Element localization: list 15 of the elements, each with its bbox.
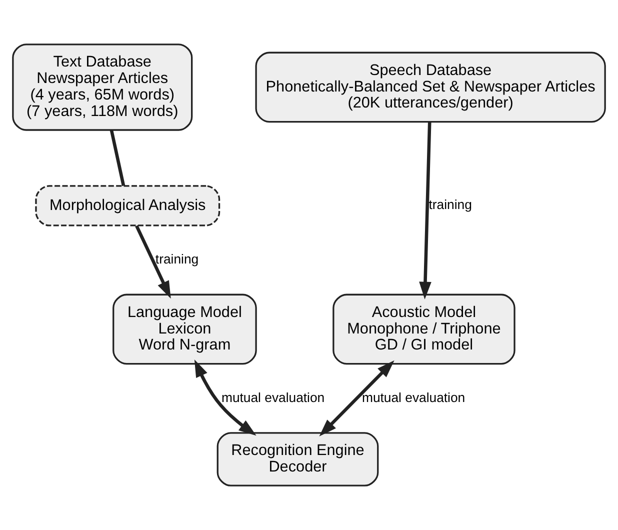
edge-label: mutual evaluation bbox=[362, 390, 466, 405]
arrow bbox=[419, 122, 432, 300]
arrow bbox=[135, 225, 171, 299]
node-box: Text Database Newspaper Articles (4 years, 65M words) (7 years, 118M words) bbox=[12, 44, 193, 131]
edge-label: training bbox=[155, 251, 199, 266]
node-box: Morphological Analysis bbox=[35, 185, 220, 226]
arrow bbox=[194, 359, 256, 436]
node-box: Recognition Engine Decoder bbox=[216, 432, 379, 486]
node-box: Speech Database Phonetically-Balanced Set & Newspaper Articles (20K utterances/gender) bbox=[255, 52, 606, 123]
connector bbox=[110, 130, 126, 186]
edge-label: training bbox=[428, 197, 472, 212]
node-box: Language Model Lexicon Word N-gram bbox=[112, 294, 257, 365]
arrow bbox=[319, 360, 394, 436]
edge-label: mutual evaluation bbox=[221, 390, 325, 405]
node-box: Acoustic Model Monophone / Triphone GD / GI model bbox=[332, 294, 516, 365]
